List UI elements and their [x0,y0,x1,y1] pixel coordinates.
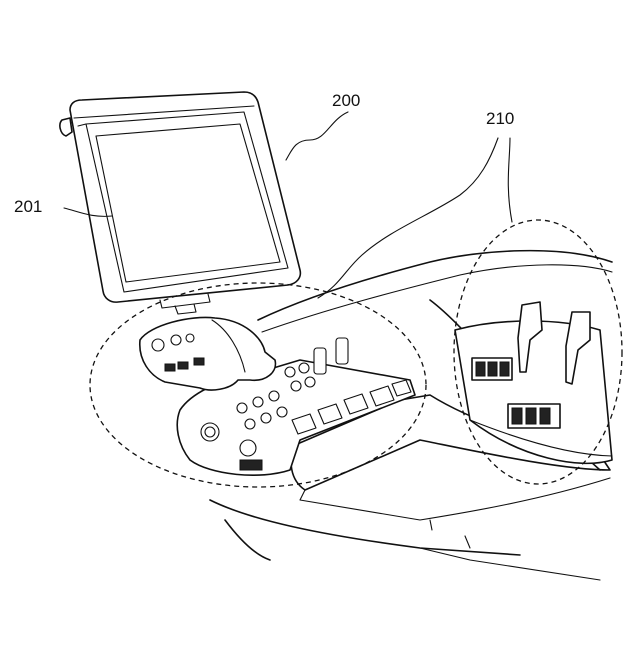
joystick-lever [140,317,276,389]
leader-200 [286,112,348,160]
label-210: 210 [486,109,514,128]
leader-210-b [508,138,512,222]
leader-210-a [318,138,498,298]
label-201: 201 [14,197,42,216]
monitor-200 [60,92,300,314]
label-200: 200 [332,91,360,110]
